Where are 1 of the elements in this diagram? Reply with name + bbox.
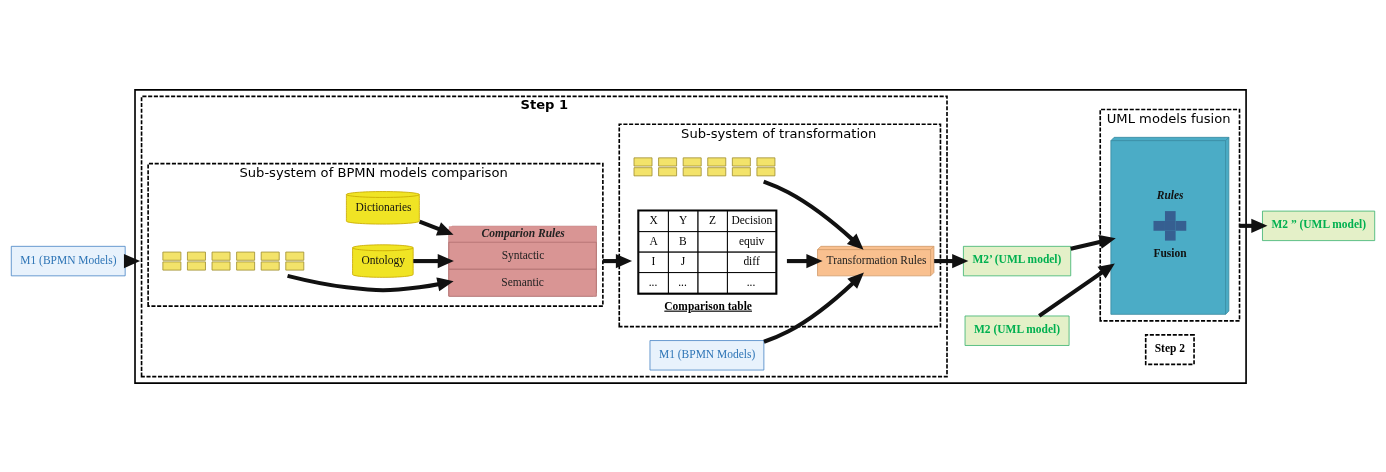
node-label: Comparison table — [664, 299, 752, 312]
